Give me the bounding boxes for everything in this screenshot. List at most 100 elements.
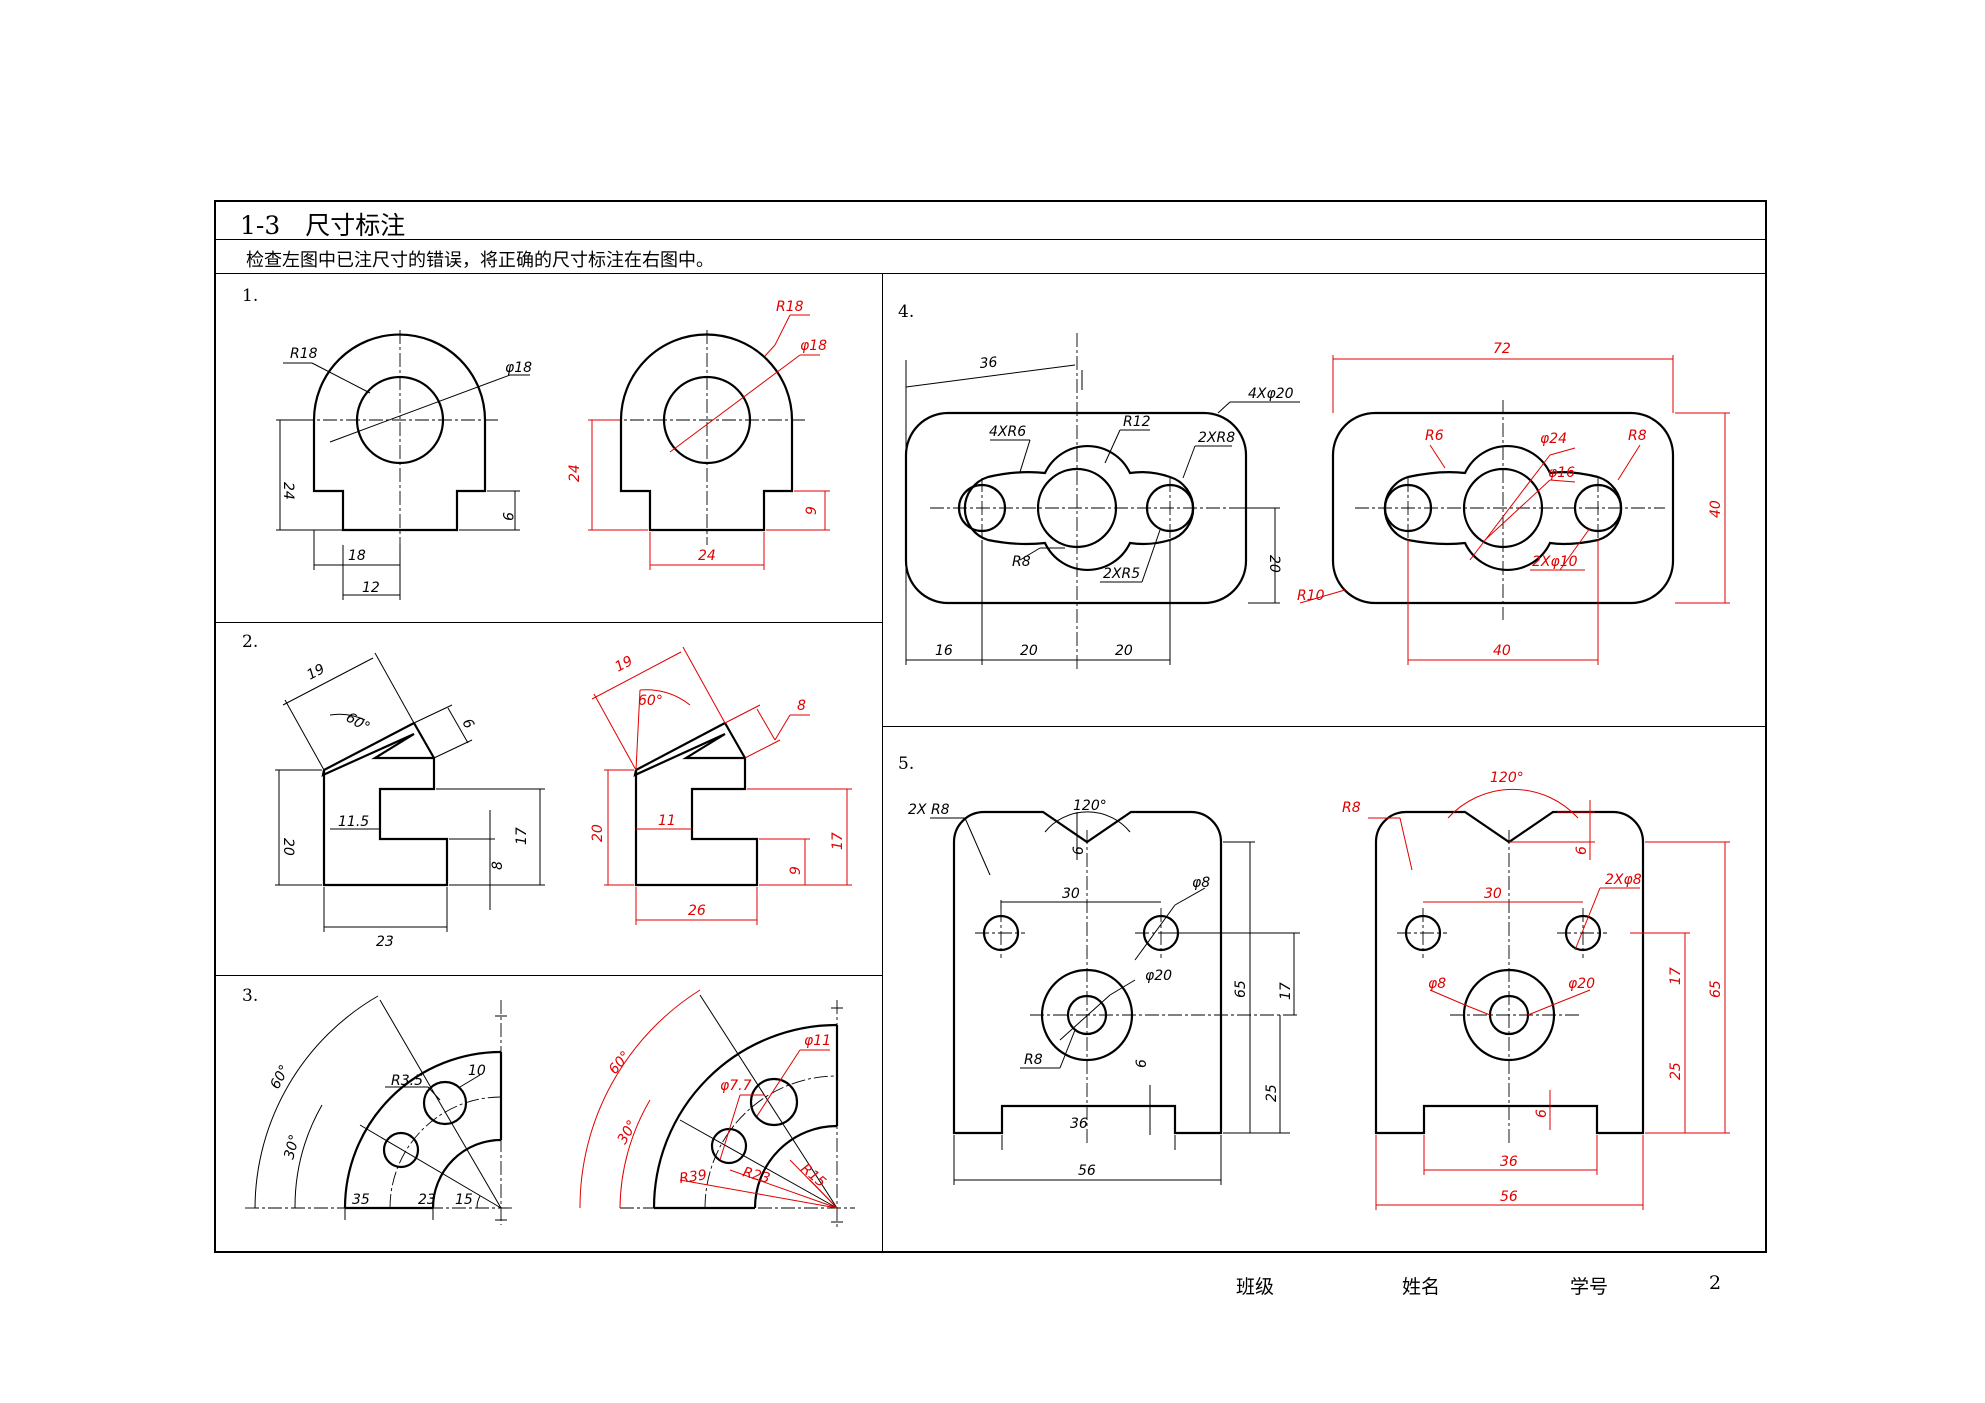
p2-l-60: 60°: [343, 710, 373, 736]
p5-l-r8: R8: [1024, 1052, 1043, 1068]
p2-r-26: 26: [688, 903, 706, 919]
p2-l-17: 17: [514, 827, 530, 845]
p4-l-r12: R12: [1123, 414, 1151, 430]
p4-l-16: 16: [935, 643, 953, 659]
p4-l-36: 36: [979, 354, 998, 371]
p5-l-6b: 6: [1134, 1059, 1150, 1068]
p1-left-drawing: R18 φ18 24 9 18 12: [276, 330, 532, 600]
p3-right-drawing: 60° 30° φ11 φ7.7 R39 R23 R15: [579, 989, 855, 1230]
p3-left-drawing: 60° 30° R3.5 10 35 23 15: [245, 995, 515, 1225]
p4-l-4r6: 4XR6: [989, 424, 1026, 440]
p5-right-drawing: R8 120° 6 2Xφ8 30 φ8 φ20 17 65 25 6 36 5…: [1342, 770, 1730, 1210]
p5-r-phi20: φ20: [1568, 976, 1595, 992]
p5-l-6: 6: [1071, 846, 1087, 855]
problem-3-number: 3.: [242, 986, 259, 1006]
p1-l-12: 12: [362, 580, 380, 596]
p4-r-phi16: φ16: [1548, 465, 1575, 481]
p5-r-30: 30: [1484, 886, 1502, 902]
p5-l-30: 30: [1062, 886, 1080, 902]
p4-r-phi24: φ24: [1540, 431, 1567, 447]
p2-l-115: 11.5: [338, 814, 369, 830]
p1-r-r18: R18: [776, 299, 804, 315]
problem-4-number: 4.: [898, 302, 915, 322]
p4-r-r6: R6: [1425, 428, 1444, 444]
row-divider-1: [216, 622, 882, 623]
p5-r-phi8: φ8: [1428, 976, 1446, 992]
p2-l-23: 23: [376, 934, 394, 950]
p1-l-24: 24: [280, 482, 296, 500]
instruction-row: 检查左图中已注尺寸的错误，将正确的尺寸标注在右图中。: [216, 240, 1765, 274]
p2-l-19: 19: [304, 661, 327, 684]
p2-r-60: 60°: [638, 693, 663, 709]
p5-r-6b: 6: [1534, 1109, 1550, 1118]
p5-l-17: 17: [1278, 982, 1294, 1000]
p5-r-r8: R8: [1342, 800, 1361, 816]
p3-r-30: 30°: [615, 1117, 641, 1147]
problem-2-number: 2.: [242, 632, 259, 652]
p4-l-20b: 20: [1115, 643, 1133, 659]
p4-left-drawing: 36 4Xφ20 4XR6 R12 2XR8 R8 2XR5 20 16 20 …: [904, 333, 1300, 670]
p5-r-25: 25: [1668, 1062, 1684, 1080]
p2-right-drawing: 19 60° 8 20 11 17 9 26: [590, 646, 852, 925]
p1-right-drawing: R18 φ18 24 9 24: [567, 299, 830, 570]
row-divider-3: [882, 726, 1767, 727]
p5-left-drawing: 2X R8 120° 6 30 φ8 φ20 R8 65 17 25 6 36 …: [908, 798, 1300, 1185]
column-divider: [882, 274, 883, 1253]
p5-l-2r8: 2X R8: [908, 802, 950, 818]
problem-1-number: 1.: [242, 286, 259, 306]
p2-l-8: 8: [490, 861, 506, 870]
p4-r-2phi10: 2Xφ10: [1532, 554, 1578, 570]
student-id-label: 学号: [1570, 1276, 1609, 1298]
p2-r-8: 8: [797, 698, 806, 714]
p5-l-25: 25: [1264, 1084, 1280, 1102]
p5-l-phi20: φ20: [1145, 968, 1172, 984]
p5-l-65: 65: [1233, 980, 1249, 998]
p4-l-4phi20: 4Xφ20: [1248, 386, 1294, 402]
p4-r-r10: R10: [1297, 588, 1325, 604]
p4-r-40: 40: [1708, 500, 1724, 518]
p5-r-65: 65: [1708, 980, 1724, 998]
p2-l-6: 6: [459, 716, 477, 732]
p3-l-35: 35: [352, 1192, 370, 1208]
p3-r-r15: R15: [797, 1161, 828, 1191]
p5-l-phi8: φ8: [1192, 875, 1210, 891]
worksheet-frame: 1-3 尺寸标注 检查左图中已注尺寸的错误，将正确的尺寸标注在右图中。 1. 2…: [214, 200, 1767, 1253]
title-row: 1-3 尺寸标注: [216, 202, 1765, 240]
p1-r-24w: 24: [698, 548, 716, 564]
class-label: 班级: [1236, 1276, 1275, 1298]
page-number: 2: [1709, 1272, 1722, 1294]
p3-r-phi11: φ11: [804, 1033, 831, 1049]
p5-r-120: 120°: [1490, 770, 1524, 786]
p1-r-24: 24: [567, 464, 583, 482]
p4-l-20: 20: [1266, 555, 1282, 573]
page-title: 1-3 尺寸标注: [240, 211, 406, 240]
p3-l-15: 15: [455, 1192, 473, 1208]
p2-left-drawing: 19 60° 6 20 11.5 17 8 23: [275, 652, 545, 950]
p4-right-drawing: 72 R6 φ24 R8 φ16 2Xφ10 40 R10 40: [1297, 341, 1730, 665]
p4-r-72: 72: [1493, 341, 1511, 357]
p4-l-2r8: 2XR8: [1198, 430, 1235, 446]
p5-l-56: 56: [1078, 1163, 1096, 1179]
p3-l-10: 10: [468, 1063, 486, 1079]
p2-r-19: 19: [612, 653, 635, 676]
p3-r-phi77: φ7.7: [720, 1078, 752, 1094]
p4-r-r8: R8: [1628, 428, 1647, 444]
p3-r-r39: R39: [678, 1167, 708, 1187]
p2-r-20: 20: [590, 824, 606, 842]
p1-l-r18: R18: [290, 346, 318, 362]
p2-l-20: 20: [280, 838, 296, 856]
p2-r-17: 17: [830, 832, 846, 850]
p5-r-36: 36: [1500, 1154, 1518, 1170]
p5-l-36: 36: [1070, 1116, 1088, 1132]
p4-r-40b: 40: [1493, 643, 1511, 659]
problem-5-number: 5.: [898, 754, 915, 774]
p3-l-60: 60°: [267, 1062, 293, 1091]
p5-r-56: 56: [1500, 1189, 1518, 1205]
p5-r-17: 17: [1668, 967, 1684, 985]
p5-r-2phi8: 2Xφ8: [1605, 872, 1642, 888]
p1-l-18: 18: [348, 548, 366, 564]
p1-r-9: 9: [804, 506, 820, 515]
p3-r-60: 60°: [606, 1048, 634, 1077]
p3-l-23: 23: [418, 1192, 436, 1208]
